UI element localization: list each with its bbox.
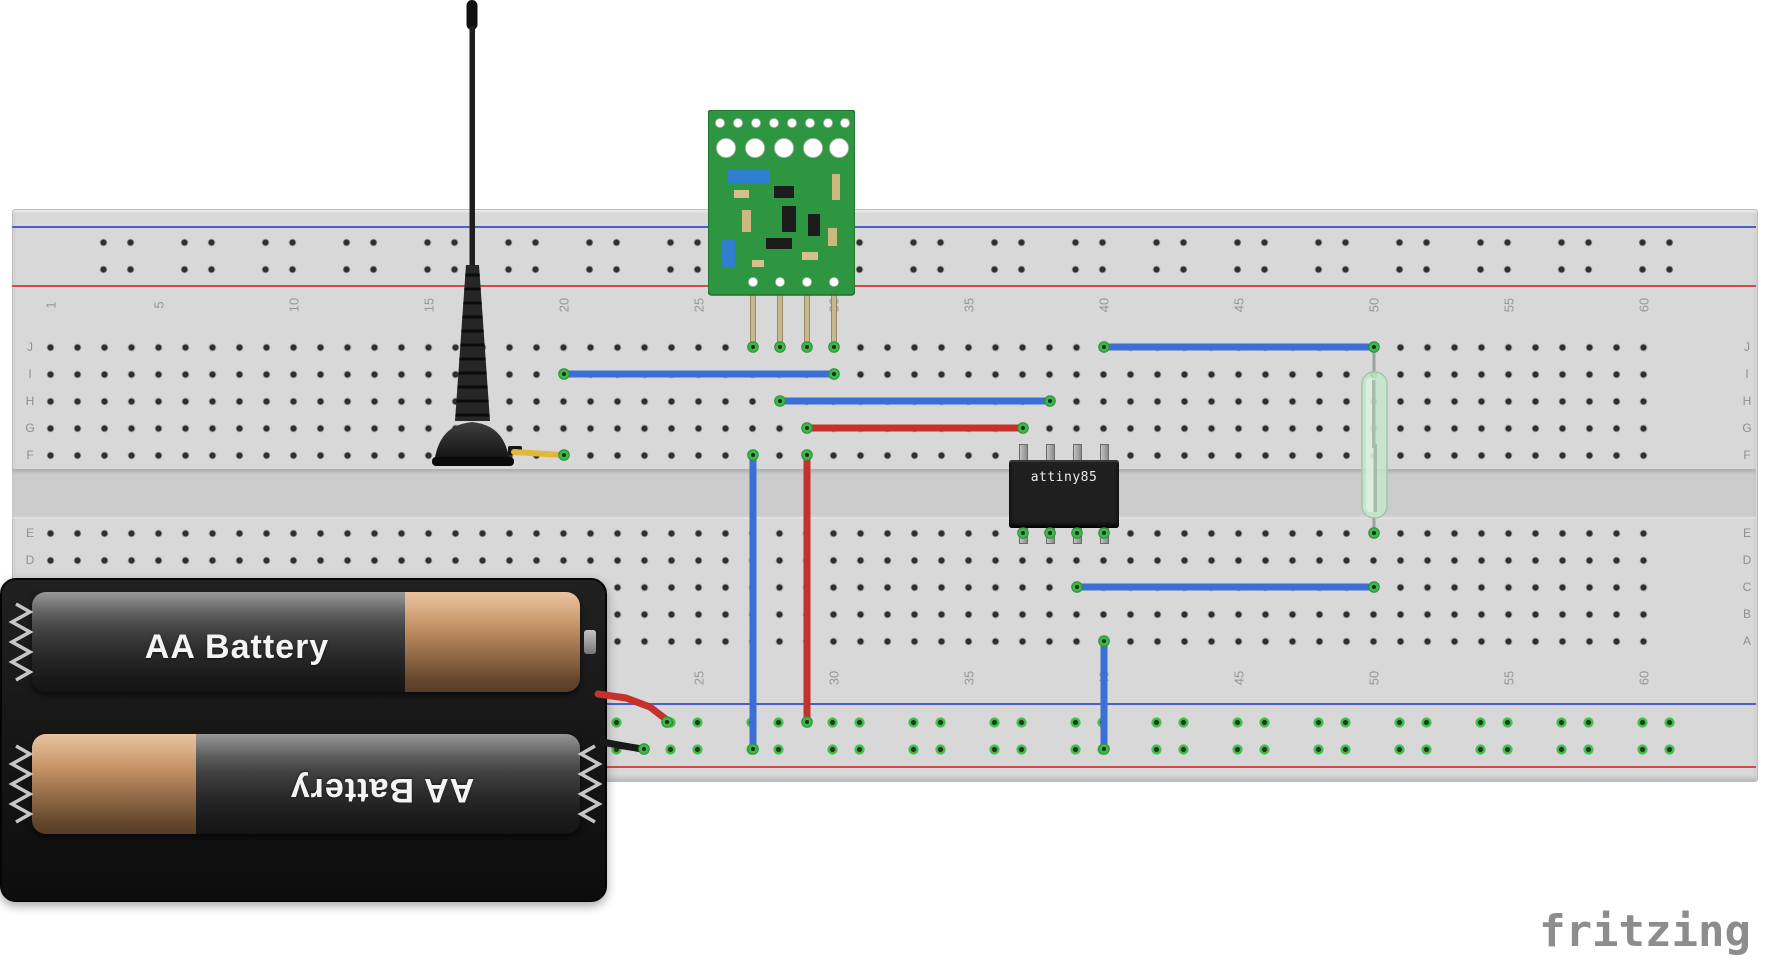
column-label-top: 60 (1636, 297, 1652, 313)
attiny85-chip[interactable]: attiny85 (1009, 444, 1119, 544)
top-power-rail-holes[interactable] (90, 229, 1710, 283)
module-smd-components (722, 170, 840, 268)
column-label-top: 25 (691, 297, 707, 313)
antenna-tip (466, 0, 478, 30)
column-label-bottom: 30 (826, 670, 842, 686)
chip-label: attiny85 (1030, 470, 1098, 485)
antenna-base-plate (432, 457, 514, 466)
column-label-top: 50 (1366, 297, 1382, 313)
battery-1-label: AA Battery (144, 628, 330, 666)
breadboard-center-channel (12, 469, 1756, 519)
row-letter-right: I (1745, 367, 1749, 381)
column-label-bottom: 60 (1636, 670, 1652, 686)
reed-lead-top (1372, 345, 1376, 379)
spring-right-bottom (577, 744, 603, 824)
reed-contact-bottom (1373, 444, 1377, 512)
row-letter-right: C (1742, 580, 1752, 594)
battery-contact-nub (584, 630, 596, 654)
rf-module-graphic (707, 109, 856, 349)
rf-transmitter-module[interactable] (707, 109, 856, 350)
column-label-top: 35 (961, 297, 977, 313)
battery-1: AA Battery (32, 592, 580, 692)
row-letter-right: G (1742, 421, 1752, 435)
antenna-graphic (432, 0, 522, 466)
top-rail-red-line (12, 285, 1756, 287)
row-letter-right: J (1744, 340, 1750, 354)
reed-lead-bottom (1372, 516, 1376, 535)
column-label-bottom: 25 (691, 670, 707, 686)
row-letter-left: J (27, 340, 33, 354)
row-letter-right: B (1742, 607, 1752, 621)
bottom-rail-red-line (12, 766, 1756, 768)
row-letter-right: E (1742, 526, 1752, 540)
row-letter-right: A (1742, 634, 1752, 648)
row-letter-right: D (1742, 553, 1752, 567)
bottom-rail-blue-line (12, 703, 1756, 705)
row-letter-left: D (25, 553, 35, 567)
column-label-top: 40 (1096, 297, 1112, 313)
column-label-top: 10 (286, 297, 302, 313)
row-letter-left: H (25, 394, 35, 408)
antenna-rod (469, 26, 475, 270)
column-label-bottom: 35 (961, 670, 977, 686)
row-letter-left: E (25, 526, 35, 540)
module-pin-pads (748, 277, 839, 287)
reed-switch[interactable] (1358, 340, 1392, 540)
column-label-bottom: 40 (1096, 670, 1112, 686)
antenna-base-dome (434, 422, 510, 464)
battery-2: AA Battery (32, 734, 580, 834)
chip-body (1009, 460, 1119, 528)
row-letter-left: F (26, 448, 34, 462)
antenna[interactable] (430, 0, 590, 470)
battery-2-label: AA Battery (289, 771, 475, 809)
column-label-bottom: 45 (1231, 670, 1247, 686)
top-rail-blue-line (12, 226, 1756, 228)
column-label-top: 55 (1501, 297, 1517, 313)
row-letter-left: G (25, 421, 35, 435)
module-mount-holes (715, 118, 850, 158)
holder-springs (8, 602, 603, 824)
column-label-top: 1 (43, 301, 59, 309)
row-letter-right: H (1742, 394, 1752, 408)
column-label-top: 45 (1231, 297, 1247, 313)
fritzing-logo: fritzing (1539, 906, 1751, 957)
reed-switch-graphic (1361, 345, 1388, 535)
reed-contact-top (1372, 380, 1376, 448)
battery-holder[interactable]: AA Battery AA Battery (0, 578, 607, 902)
column-label-top: 5 (151, 301, 167, 309)
spring-left-bottom (8, 744, 34, 824)
column-label-bottom: 50 (1366, 670, 1382, 686)
row-letter-left: I (28, 367, 32, 381)
spring-left-top (8, 602, 34, 682)
column-label-bottom: 55 (1501, 670, 1517, 686)
antenna-connector-stub (508, 446, 522, 455)
row-letter-right: F (1743, 448, 1751, 462)
